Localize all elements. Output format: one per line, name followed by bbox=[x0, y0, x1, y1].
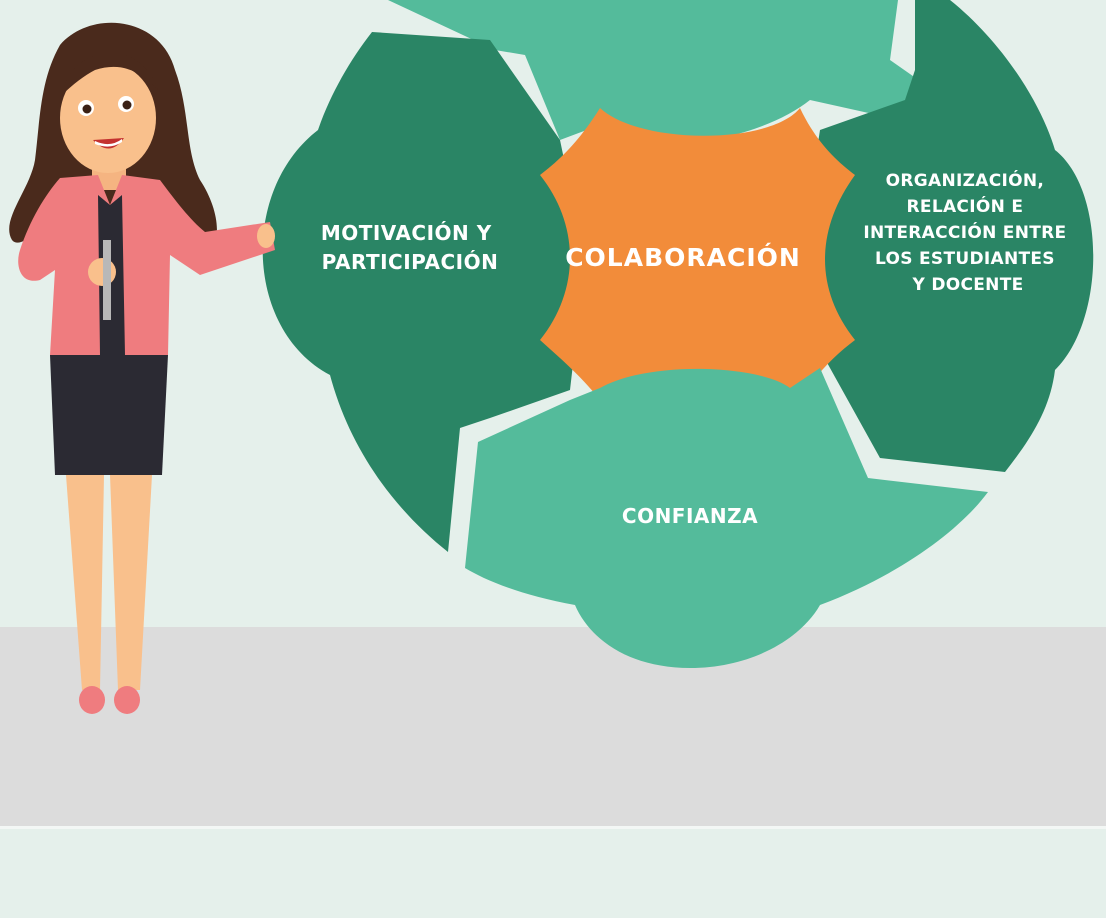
shoe-right bbox=[114, 686, 140, 714]
pupil-right bbox=[122, 100, 132, 110]
leg-right bbox=[110, 475, 152, 690]
bottom-label: CONFIANZA bbox=[622, 504, 758, 528]
teacher-illustration bbox=[9, 22, 276, 714]
right-label-line: ORGANIZACIÓN, bbox=[886, 169, 1045, 191]
center-label: COLABORACIÓN bbox=[565, 242, 801, 272]
center-hub bbox=[540, 108, 855, 400]
floor-divider bbox=[0, 826, 1106, 829]
right-segment bbox=[800, 0, 1094, 472]
pen-icon bbox=[103, 240, 111, 320]
mouth bbox=[93, 138, 124, 149]
left-label-line: PARTICIPACIÓN bbox=[322, 250, 499, 274]
bottom-band bbox=[0, 829, 1106, 918]
right-label-line: RELACIÓN E bbox=[907, 195, 1024, 217]
hand bbox=[88, 258, 116, 286]
bottom-segment bbox=[465, 368, 988, 668]
skirt bbox=[50, 355, 168, 475]
teeth bbox=[95, 139, 122, 147]
pupil-left bbox=[82, 104, 92, 114]
right-label: ORGANIZACIÓN, RELACIÓN E INTERACCIÓN ENT… bbox=[863, 169, 1072, 295]
right-label-line: INTERACCIÓN ENTRE bbox=[863, 221, 1066, 243]
right-label-line: LOS ESTUDIANTES bbox=[875, 249, 1055, 269]
pointing-hand bbox=[257, 224, 275, 248]
left-label: MOTIVACIÓN Y PARTICIPACIÓN bbox=[321, 221, 499, 274]
floor-band bbox=[0, 627, 1106, 827]
face bbox=[60, 63, 156, 173]
leg-left bbox=[66, 475, 104, 690]
right-label-line: Y DOCENTE bbox=[911, 275, 1023, 295]
left-label-line: MOTIVACIÓN Y bbox=[321, 221, 492, 245]
blazer bbox=[18, 175, 276, 355]
shoe-left bbox=[79, 686, 105, 714]
left-segment bbox=[262, 32, 585, 552]
top-segment bbox=[388, 0, 940, 144]
hair-fringe bbox=[62, 52, 158, 95]
